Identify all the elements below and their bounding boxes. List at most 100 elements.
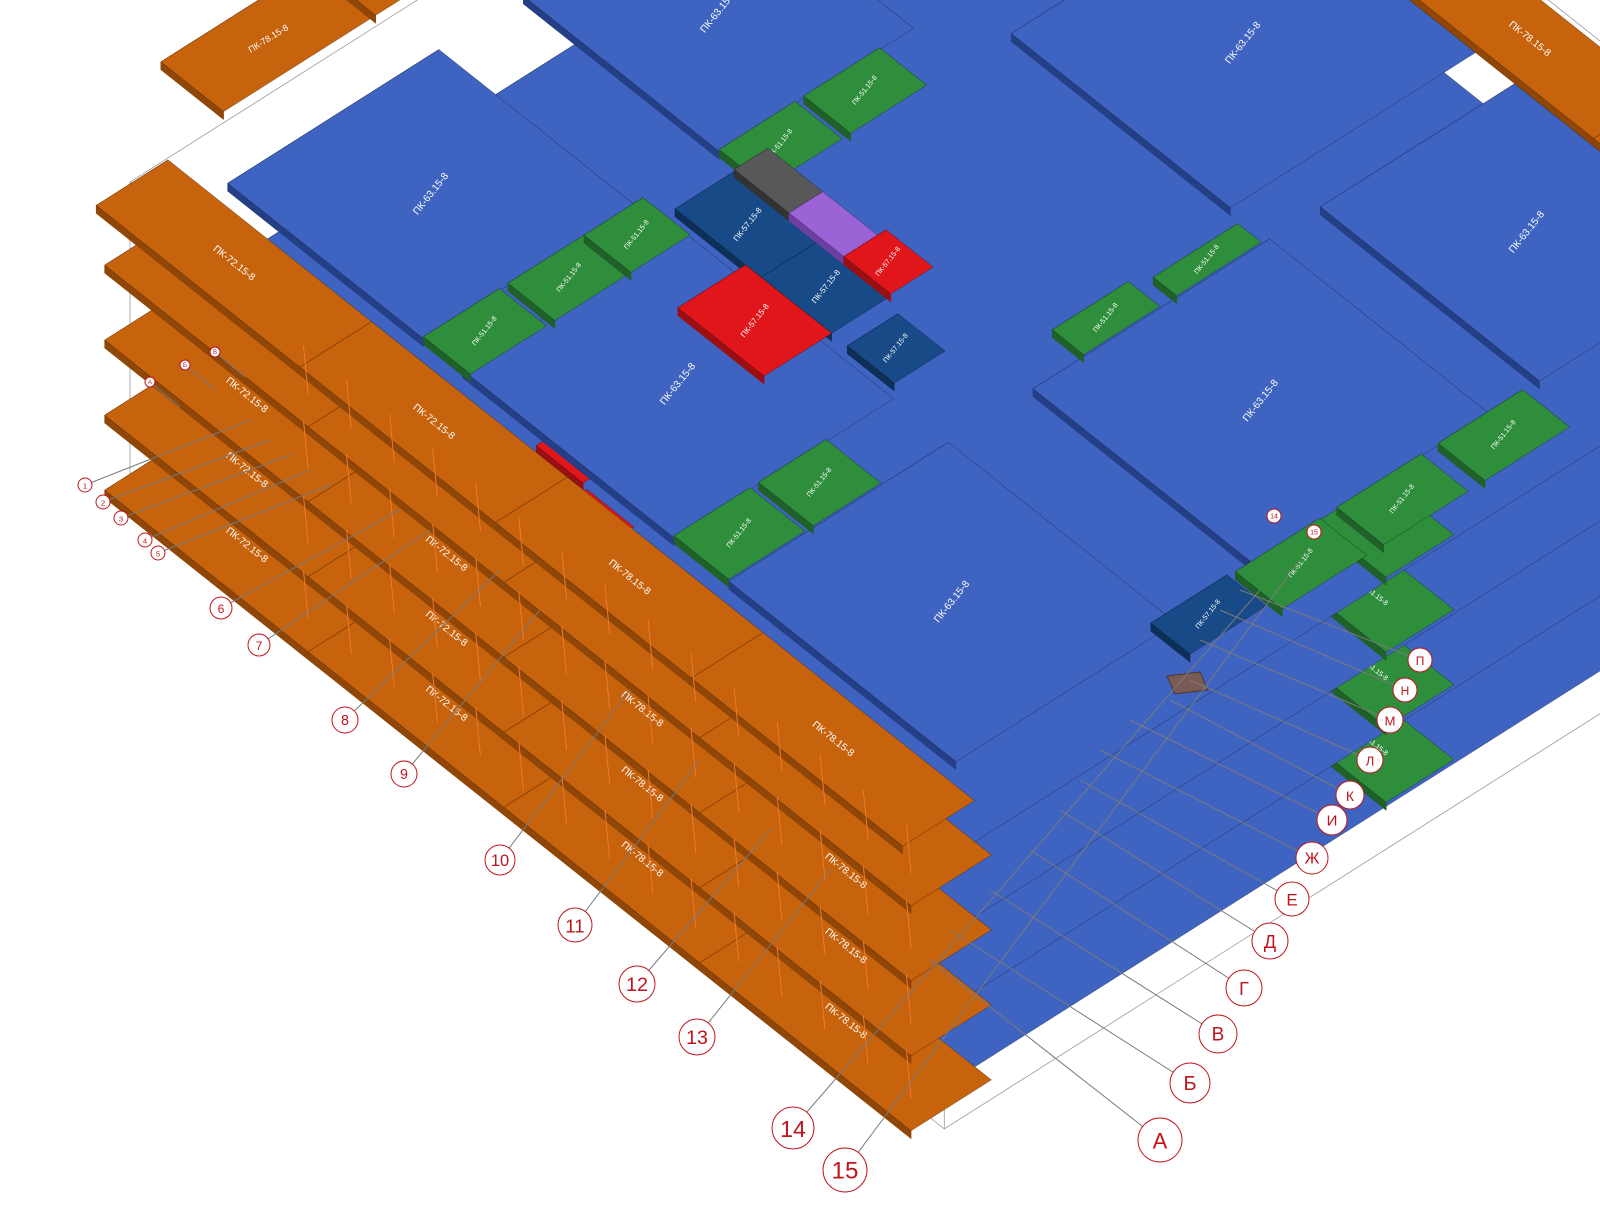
- axis-bubble-4-Д-label: Д: [1264, 932, 1276, 952]
- top-core-red-slab-top: [843, 229, 934, 295]
- top-near-hollow-core-2: ПК-72.15-8: [299, 321, 568, 532]
- rebar-line: [561, 550, 568, 600]
- rebar-line: [604, 735, 611, 784]
- rebar-line: [561, 700, 568, 750]
- axis-bubble-upper-number-14: [1266, 508, 1282, 524]
- rebar-line: [776, 796, 783, 846]
- axis-bubble-8-К-label: К: [1346, 788, 1355, 804]
- rebar-line: [432, 673, 438, 723]
- axis-bubble-8-label: 8: [341, 713, 349, 729]
- axis-bubble-6-leader: [220, 509, 401, 609]
- top-core-red-slab-large-top: [677, 264, 833, 377]
- rebar-line: [303, 345, 309, 395]
- axis-bubble-9: [390, 760, 418, 788]
- axis-bubble-upper-letter-2: [209, 346, 221, 358]
- top-right-hollow-core-4: ПК-78.15-8: [1593, 133, 1600, 152]
- axis-bubble-5-Е-leader: [1079, 779, 1293, 900]
- axis-bubble-10-leader: [499, 689, 631, 861]
- axis-bubble-10-М: [1376, 706, 1404, 734]
- axis-bubble-4-label: 4: [143, 537, 148, 546]
- axis-bubble-6-Ж-leader: [1099, 749, 1313, 859]
- axis-bubble-11-Н-leader: [1219, 609, 1406, 691]
- slab-layers: ПК-72.15-8ПК-72.15-8ПК-78.15-8ПК-78.15-8…: [95, 0, 1600, 1140]
- axis-bubble-9-Л: [1356, 746, 1384, 774]
- top-green-slab-3-top: [583, 197, 691, 273]
- rebar-line: [647, 844, 654, 894]
- top-core-gray-slab: [733, 147, 824, 222]
- top-large-slab-2: ПК-63.15-8: [523, 0, 915, 161]
- top-far-left-hollow-core-1: ПК-78.15-8: [160, 0, 377, 121]
- rebar-line: [389, 564, 395, 613]
- rebar-line: [432, 598, 438, 648]
- top-large-slab-2-top: [527, 0, 915, 152]
- top-core-dark-blue-1: ПК-57.15-8: [674, 171, 821, 286]
- top-far-left-hollow-core-2-side: [345, 0, 376, 24]
- rebar-line: [432, 448, 438, 498]
- axis-bubble-3-Г-leader: [1029, 849, 1245, 989]
- axis-bubble-12-label: 12: [626, 974, 648, 996]
- top-core-red-slab-large: ПК-57.15-8: [677, 264, 833, 385]
- axis-bubble-3-Г-label: Г: [1239, 979, 1249, 999]
- top-green-slab-6-top: [673, 487, 806, 580]
- axis-bubble-4-Д-leader: [1059, 809, 1271, 942]
- top-green-slab-8-top: [1051, 281, 1161, 355]
- rebar-line: [733, 837, 740, 887]
- top-large-slab-5: ПК-63.15-8: [1010, 0, 1477, 217]
- rebar-line: [862, 865, 869, 915]
- axis-bubble-2-leader: [102, 439, 271, 503]
- rebar-line: [303, 420, 309, 470]
- axis-bubble-9-leader: [403, 609, 541, 775]
- axis-bubble-3-label: 3: [119, 515, 123, 524]
- rebar-line: [776, 871, 783, 921]
- rebar-line: [905, 974, 912, 1024]
- rebar-line: [647, 619, 654, 669]
- rebar-line: [819, 906, 826, 956]
- axis-bubble-5-leader: [157, 484, 331, 554]
- axis-bubble-8-К: [1335, 780, 1365, 810]
- axis-bubble-upper-letter-0-label: А: [148, 380, 152, 386]
- axis-bubble-0-А: [1137, 1117, 1183, 1163]
- axis-bubble-14-leader: [792, 589, 1261, 1129]
- top-green-slab-9-top: [1152, 223, 1262, 297]
- axis-bubble-10-М-leader: [1199, 639, 1391, 721]
- axis-bubble-upper-letter-0: [144, 376, 156, 388]
- rebar-line: [690, 653, 697, 703]
- rebar-line: [475, 707, 481, 757]
- rebar-line: [561, 625, 568, 675]
- axis-bubble-1-leader: [84, 419, 251, 486]
- top-near-hollow-core-4-top: [690, 632, 976, 847]
- axis-bubble-upper-letter-1-label: Б: [183, 363, 187, 369]
- axis-bubble-1: [77, 477, 93, 493]
- axis-bubble-upper-letter-2-leader: [214, 351, 246, 378]
- top-green-slab-12-top: [1437, 389, 1571, 481]
- top-green-slab-10: ПК-51.15-8: [1234, 517, 1368, 618]
- top-core-dark-blue-3: ПК-57.15-8: [846, 313, 946, 392]
- rebar-line: [819, 756, 826, 806]
- axis-bubble-7-И: [1316, 804, 1348, 836]
- axis-bubble-12-leader: [636, 829, 771, 985]
- top-green-slab-12: ПК-51.15-8: [1437, 389, 1571, 490]
- rebar-line: [862, 790, 869, 840]
- axis-bubble-12-П-label: П: [1416, 654, 1425, 668]
- axis-bubble-5-label: 5: [156, 550, 160, 559]
- axis-bubble-9-Л-label: Л: [1366, 754, 1375, 769]
- lower-floor-hollow-core-3-2: ПК-72.15-8: [307, 450, 585, 666]
- rebar-line: [905, 1049, 912, 1099]
- axis-bubble-8-К-leader: [1169, 699, 1351, 796]
- axis-bubble-14-label: 14: [780, 1116, 806, 1142]
- rebar-line: [518, 591, 525, 641]
- top-right-hollow-core-3-top: [1418, 0, 1600, 139]
- top-core-dark-blue-4: ПК-57.15-8: [1150, 574, 1267, 663]
- axis-bubble-15-leader: [844, 559, 1301, 1171]
- axis-bubble-5-Е-label: Е: [1286, 891, 1297, 910]
- top-green-slab-5-top: [803, 47, 928, 134]
- axis-bubble-4-Д: [1251, 922, 1289, 960]
- axis-bubble-8-leader: [344, 569, 501, 721]
- top-green-slab-1-top: [422, 288, 548, 375]
- axis-bubble-2: [95, 494, 111, 510]
- rebar-line: [475, 632, 481, 682]
- axis-bubble-upper-number-15: [1306, 524, 1322, 540]
- axis-bubble-3-Г: [1225, 969, 1263, 1007]
- axis-bubble-5-Е: [1274, 881, 1310, 917]
- rebar-line: [690, 878, 697, 928]
